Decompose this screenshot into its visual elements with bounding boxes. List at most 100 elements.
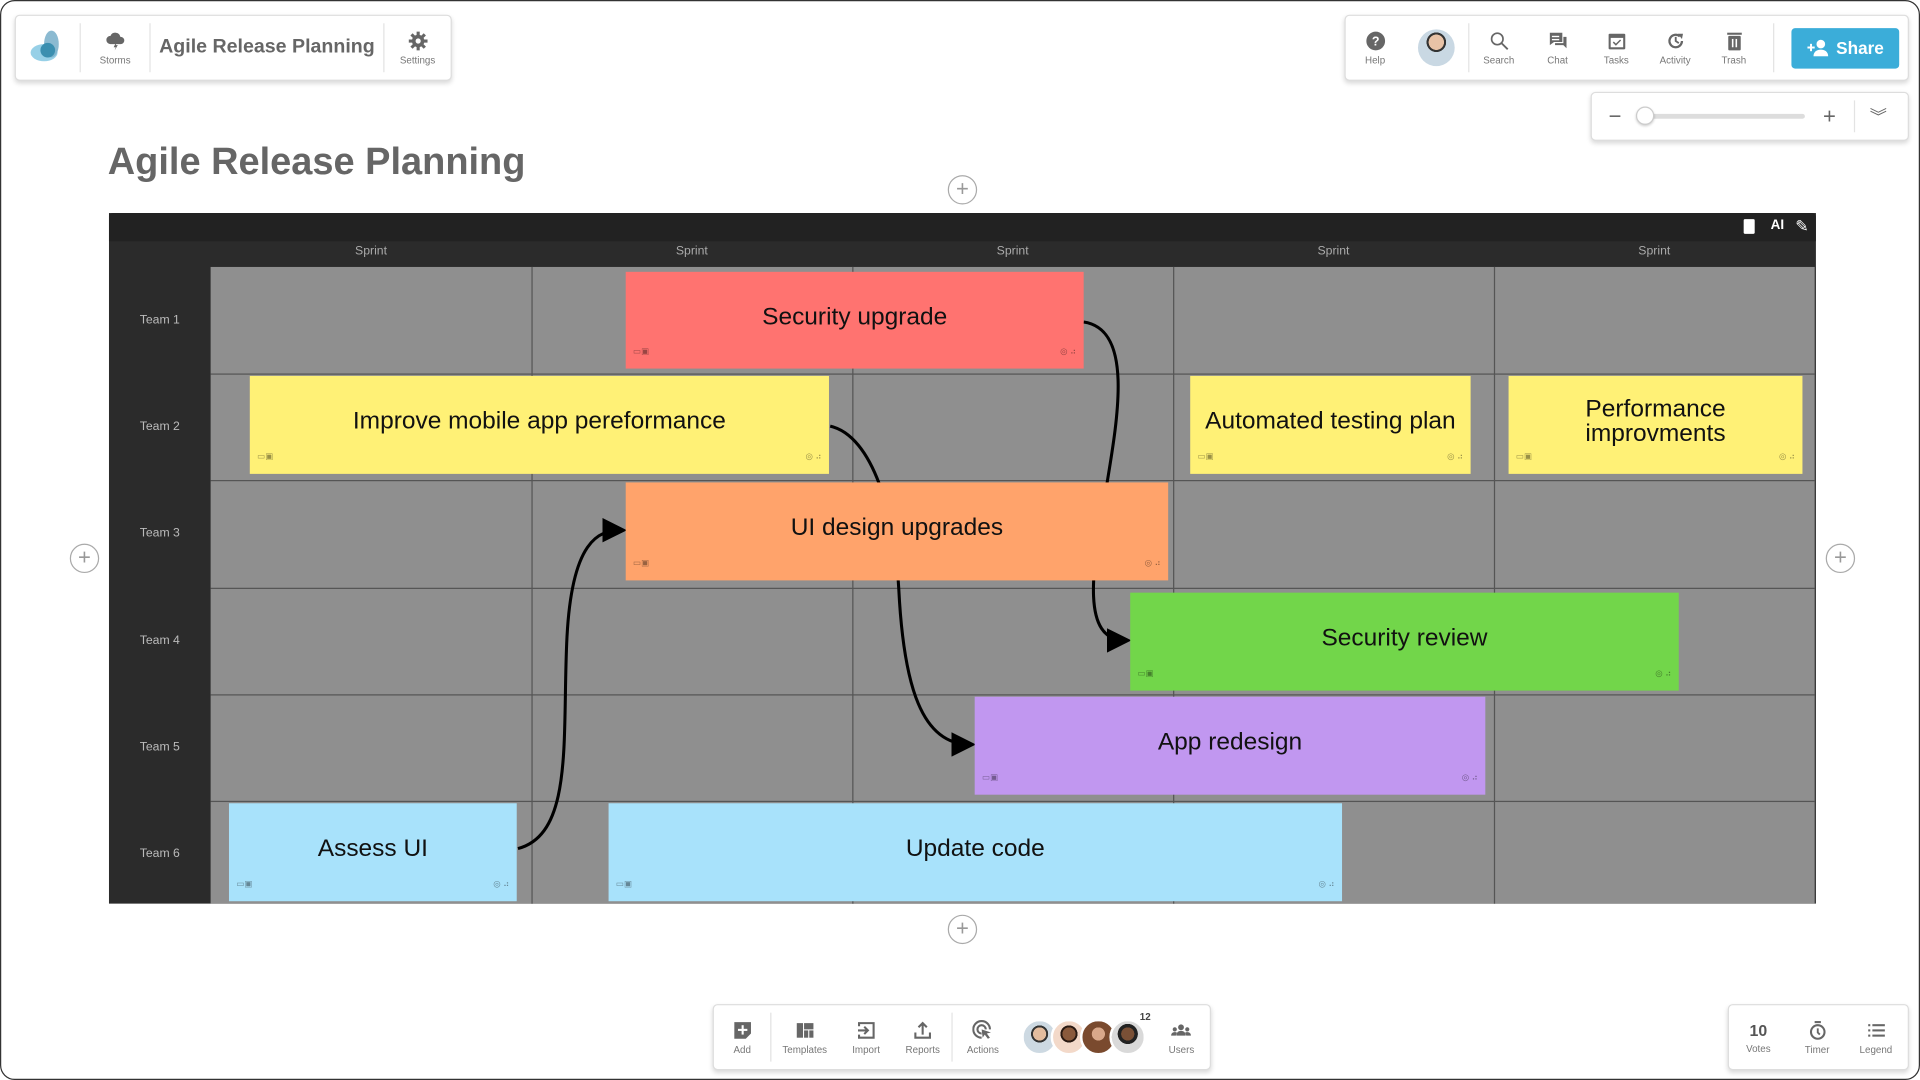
reports-button[interactable]: Reports: [894, 1005, 951, 1069]
comment-icon[interactable]: ▭▣: [1197, 453, 1214, 462]
add-column-left-button[interactable]: +: [69, 543, 100, 574]
row-header-team[interactable]: Team 3: [139, 526, 180, 541]
chat-icon: [1549, 32, 1566, 48]
sticky-note[interactable]: UI design upgrades ▭▣ ◎ ⠴: [625, 482, 1169, 581]
sticky-note[interactable]: Update code▭▣◎ ⠴: [608, 803, 1343, 902]
app-logo[interactable]: [16, 29, 80, 66]
cloud-lightning-icon: [105, 32, 124, 50]
help-button[interactable]: ? Help: [1346, 16, 1405, 80]
sticky-note[interactable]: App redesign▭▣◎ ⠴: [974, 696, 1486, 795]
zoom-in-button[interactable]: +: [1822, 103, 1836, 128]
divider: [383, 23, 385, 73]
bottom-right-toolbar: 10 Votes Timer Legend: [1727, 1004, 1909, 1071]
vote-check-icon[interactable]: ◎ ⠴: [1655, 669, 1672, 679]
comment-icon[interactable]: ▭▣: [1137, 669, 1154, 679]
row-header-team[interactable]: Team 4: [139, 634, 180, 648]
calendar-check-icon: [1608, 33, 1625, 49]
edit-icon[interactable]: ✎: [1795, 216, 1809, 236]
search-icon: [1490, 31, 1508, 50]
templates-button[interactable]: Templates: [772, 1005, 838, 1069]
column-header-sprint[interactable]: Sprint: [1638, 244, 1671, 259]
vote-check-icon[interactable]: ◎ ⠴: [1144, 559, 1161, 569]
sticky-note[interactable]: Security review ▭▣ ◎ ⠴: [1130, 592, 1679, 691]
ai-icon[interactable]: AI: [1770, 217, 1785, 233]
divider: [1468, 23, 1470, 73]
comment-icon[interactable]: ▭▣: [982, 773, 999, 783]
storms-button[interactable]: Storms: [81, 16, 150, 80]
vote-check-icon[interactable]: ◎ ⠴: [1060, 347, 1077, 357]
settings-button[interactable]: Settings: [384, 16, 450, 80]
user-avatar[interactable]: [1404, 29, 1468, 67]
votes-count: 10: [1749, 1020, 1768, 1039]
sticky-note[interactable]: Performance improvments▭▣◎ ⠴: [1508, 375, 1803, 474]
upload-icon: [914, 1021, 932, 1039]
sticky-note[interactable]: Assess UI ▭▣ ◎ ⠴: [228, 803, 517, 902]
comment-icon[interactable]: ▭▣: [615, 880, 633, 889]
comment-icon[interactable]: ▭▣: [1515, 453, 1533, 462]
vote-check-icon[interactable]: ◎ ⠴: [1461, 773, 1478, 783]
comment-icon[interactable]: ▭▣: [633, 559, 650, 569]
zoom-slider[interactable]: [1635, 106, 1805, 125]
note-text: UI design upgrades: [790, 514, 1004, 542]
column-header-sprint[interactable]: Sprint: [1317, 244, 1350, 259]
comment-icon[interactable]: ▭▣: [257, 453, 274, 462]
row-header-team[interactable]: Team 1: [139, 313, 180, 327]
note-text: Improve mobile app pereformance: [352, 407, 726, 435]
user-count-badge: 12: [1139, 1011, 1151, 1023]
top-right-toolbar: ? Help Search Chat Tasks Activity Trash …: [1344, 14, 1909, 81]
board-title[interactable]: Agile Release Planning: [159, 36, 375, 58]
collaborator-avatars[interactable]: 12: [1014, 1011, 1151, 1056]
divider: [770, 1012, 772, 1062]
note-text: Security review: [1321, 624, 1488, 652]
column-header-sprint[interactable]: Sprint: [355, 244, 388, 259]
note-text: Automated testing plan: [1205, 407, 1456, 435]
sticky-note[interactable]: Automated testing plan ▭▣ ◎ ⠴: [1190, 375, 1471, 474]
trash-button[interactable]: Trash: [1704, 16, 1763, 80]
legend-button[interactable]: Legend: [1847, 1005, 1906, 1069]
import-button[interactable]: Import: [838, 1005, 895, 1069]
divider: [79, 23, 81, 73]
comment-icon[interactable]: ▭▣: [633, 347, 650, 357]
divider: [1773, 23, 1775, 73]
page-title: Agile Release Planning: [107, 139, 526, 183]
vote-check-icon[interactable]: ◎ ⠴: [805, 453, 822, 462]
share-button[interactable]: Share: [1791, 27, 1900, 68]
activity-button[interactable]: Activity: [1646, 16, 1705, 80]
add-row-above-button[interactable]: +: [947, 175, 978, 205]
vote-check-icon[interactable]: ◎ ⠴: [1447, 453, 1464, 462]
users-button[interactable]: Users: [1153, 1005, 1210, 1069]
add-row-below-button[interactable]: +: [947, 914, 978, 945]
row-header-team[interactable]: Team 6: [139, 847, 180, 861]
row-header-team[interactable]: Team 5: [139, 740, 180, 755]
sticky-note[interactable]: Security upgrade▭▣◎ ⠴: [625, 271, 1084, 369]
row-header-team[interactable]: Team 2: [139, 420, 180, 434]
note-text: Assess UI: [317, 835, 428, 863]
tasks-button[interactable]: Tasks: [1587, 16, 1646, 80]
svg-text:?: ?: [1371, 34, 1379, 48]
add-button[interactable]: Add: [714, 1005, 771, 1069]
add-note-icon: [733, 1021, 751, 1039]
column-header-sprint[interactable]: Sprint: [996, 244, 1029, 259]
timer-button[interactable]: Timer: [1788, 1005, 1847, 1069]
vote-check-icon[interactable]: ◎ ⠴: [1778, 453, 1796, 462]
chat-button[interactable]: Chat: [1528, 16, 1587, 80]
column-header-sprint[interactable]: Sprint: [675, 244, 708, 259]
templates-icon: [796, 1022, 814, 1038]
sticky-note[interactable]: Improve mobile app pereformance ▭▣ ◎ ⠴: [249, 375, 829, 474]
bookmark-icon[interactable]: [1743, 219, 1755, 234]
collapse-chevron-icon[interactable]: ︾: [1869, 106, 1887, 127]
comment-icon[interactable]: ▭▣: [236, 880, 253, 889]
zoom-slider-handle[interactable]: [1635, 106, 1655, 125]
search-button[interactable]: Search: [1469, 16, 1528, 80]
bottom-toolbar: Add Templates Import Reports Actions 12 …: [712, 1004, 1212, 1071]
votes-button[interactable]: 10 Votes: [1746, 1020, 1771, 1054]
actions-button[interactable]: Actions: [952, 1005, 1013, 1069]
vote-check-icon[interactable]: ◎ ⠴: [493, 880, 510, 889]
add-column-right-button[interactable]: +: [1825, 543, 1856, 574]
zoom-out-button[interactable]: −: [1608, 103, 1622, 128]
cursor-click-icon: [972, 1019, 992, 1039]
vote-check-icon[interactable]: ◎ ⠴: [1318, 880, 1335, 889]
board-header-bar: AI ✎: [108, 213, 1816, 242]
add-user-icon: [1806, 39, 1828, 57]
